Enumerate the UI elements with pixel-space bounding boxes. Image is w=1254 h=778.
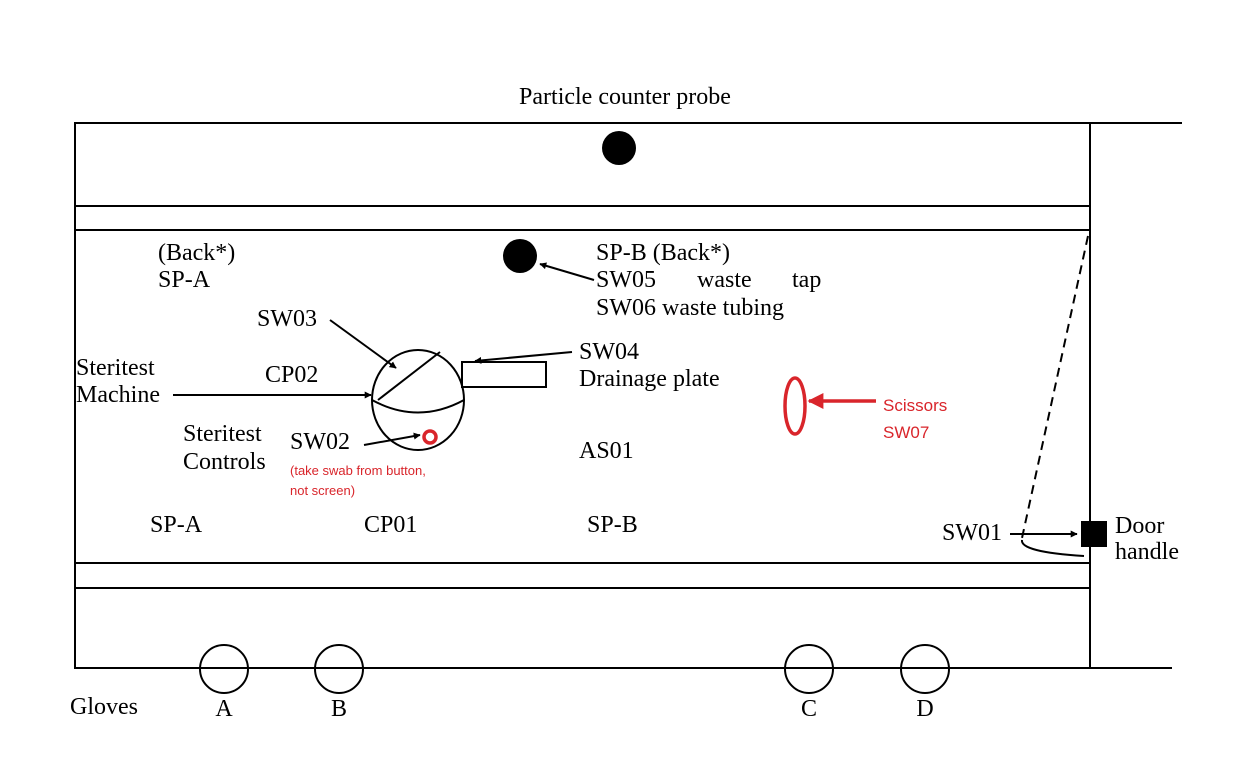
sw02-arrow (363, 432, 421, 446)
spa-front-label: SP-A (150, 512, 203, 538)
door-swing-dashed-line (1021, 235, 1089, 539)
steritest-machine-label-1: Steritest (76, 355, 155, 381)
cabinet-frame (74, 122, 1091, 669)
sw03-label: SW03 (257, 306, 317, 332)
glove-port-d (900, 644, 950, 694)
drainage-plate-shape (461, 361, 547, 388)
sw05-word-tap: tap (792, 267, 821, 293)
spa-back-label: SP-A (158, 267, 211, 293)
sw06-label: SW06 waste tubing (596, 295, 784, 321)
sw03-arrow (329, 319, 397, 369)
sw01-label: SW01 (942, 520, 1002, 546)
back-left-label: (Back*) (158, 240, 235, 266)
door-handle-marker (1081, 521, 1107, 547)
cabinet-outline (74, 122, 1182, 669)
sw05-marker (503, 239, 537, 273)
steritest-controls-label-1: Steritest (183, 421, 262, 447)
sw04-arrow (474, 351, 573, 364)
probe-label: Particle counter probe (519, 84, 731, 110)
glove-label-d: D (916, 696, 933, 722)
glove-label-b: B (331, 696, 347, 722)
glove-ports (199, 644, 950, 694)
glove-port-b (314, 644, 364, 694)
steritest-controls-label-2: Controls (183, 449, 266, 475)
sw05-arrow (539, 262, 595, 281)
drainage-plate-label: Drainage plate (579, 366, 720, 392)
steritest-machine-label-2: Machine (76, 382, 160, 408)
sw05-word-waste: waste (697, 267, 752, 293)
scissors-marker (783, 376, 807, 436)
door-handle-label-2: handle (1115, 539, 1179, 565)
cp01-label: CP01 (364, 512, 417, 538)
sw07-label: SW07 (883, 423, 929, 442)
scissors-label: Scissors (883, 396, 947, 415)
steritest-machine-shape (371, 349, 547, 451)
sw05-code: SW05 (596, 267, 656, 293)
steritest-lower-arc (371, 399, 465, 414)
steritest-diagonal (377, 351, 441, 401)
probe-marker (602, 131, 636, 165)
sw02-note-1: (take swab from button, (290, 463, 426, 478)
cp02-label: CP02 (265, 362, 318, 388)
glove-label-c: C (801, 696, 817, 722)
glove-port-a (199, 644, 249, 694)
sw02-button-marker (422, 429, 438, 445)
sw02-note-2: not screen) (290, 483, 355, 498)
gloves-label: Gloves (70, 694, 138, 720)
as01-label: AS01 (579, 438, 634, 464)
door-swing-arc (1021, 539, 1085, 557)
spb-front-label: SP-B (587, 512, 638, 538)
spb-back-label: SP-B (Back*) (596, 240, 730, 266)
glove-port-c (784, 644, 834, 694)
glove-label-a: A (215, 696, 233, 722)
sw04-label: SW04 (579, 339, 639, 365)
door-handle-label-1: Door (1115, 513, 1164, 539)
sw02-label: SW02 (290, 429, 350, 455)
